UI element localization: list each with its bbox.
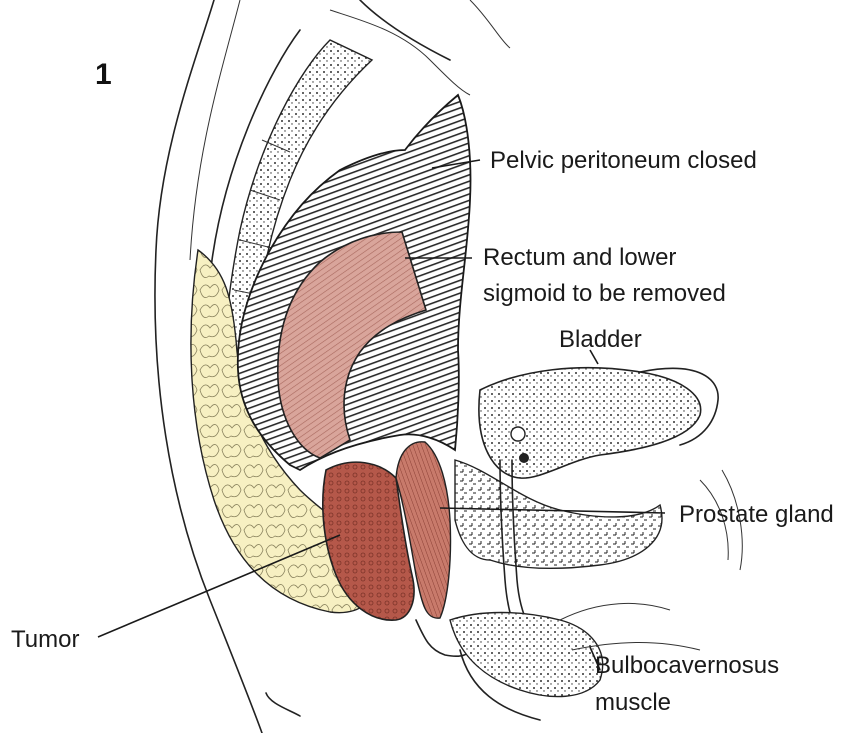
label-pelvic-peritoneum: Pelvic peritoneum closed [490,147,757,174]
label-bulbo-line2: muscle [595,689,671,716]
body-contour-inner [190,0,240,260]
label-tumor: Tumor [11,626,79,653]
label-bulbo-line1: Bulbocavernosus [595,652,779,679]
label-prostate: Prostate gland [679,501,834,528]
figure-number: 1 [95,58,112,91]
label-rectum-line2: sigmoid to be removed [483,280,726,307]
bladder [479,368,718,478]
label-bladder: Bladder [559,326,642,353]
label-rectum-line1: Rectum and lower [483,244,676,271]
buttock-contour [266,693,300,716]
